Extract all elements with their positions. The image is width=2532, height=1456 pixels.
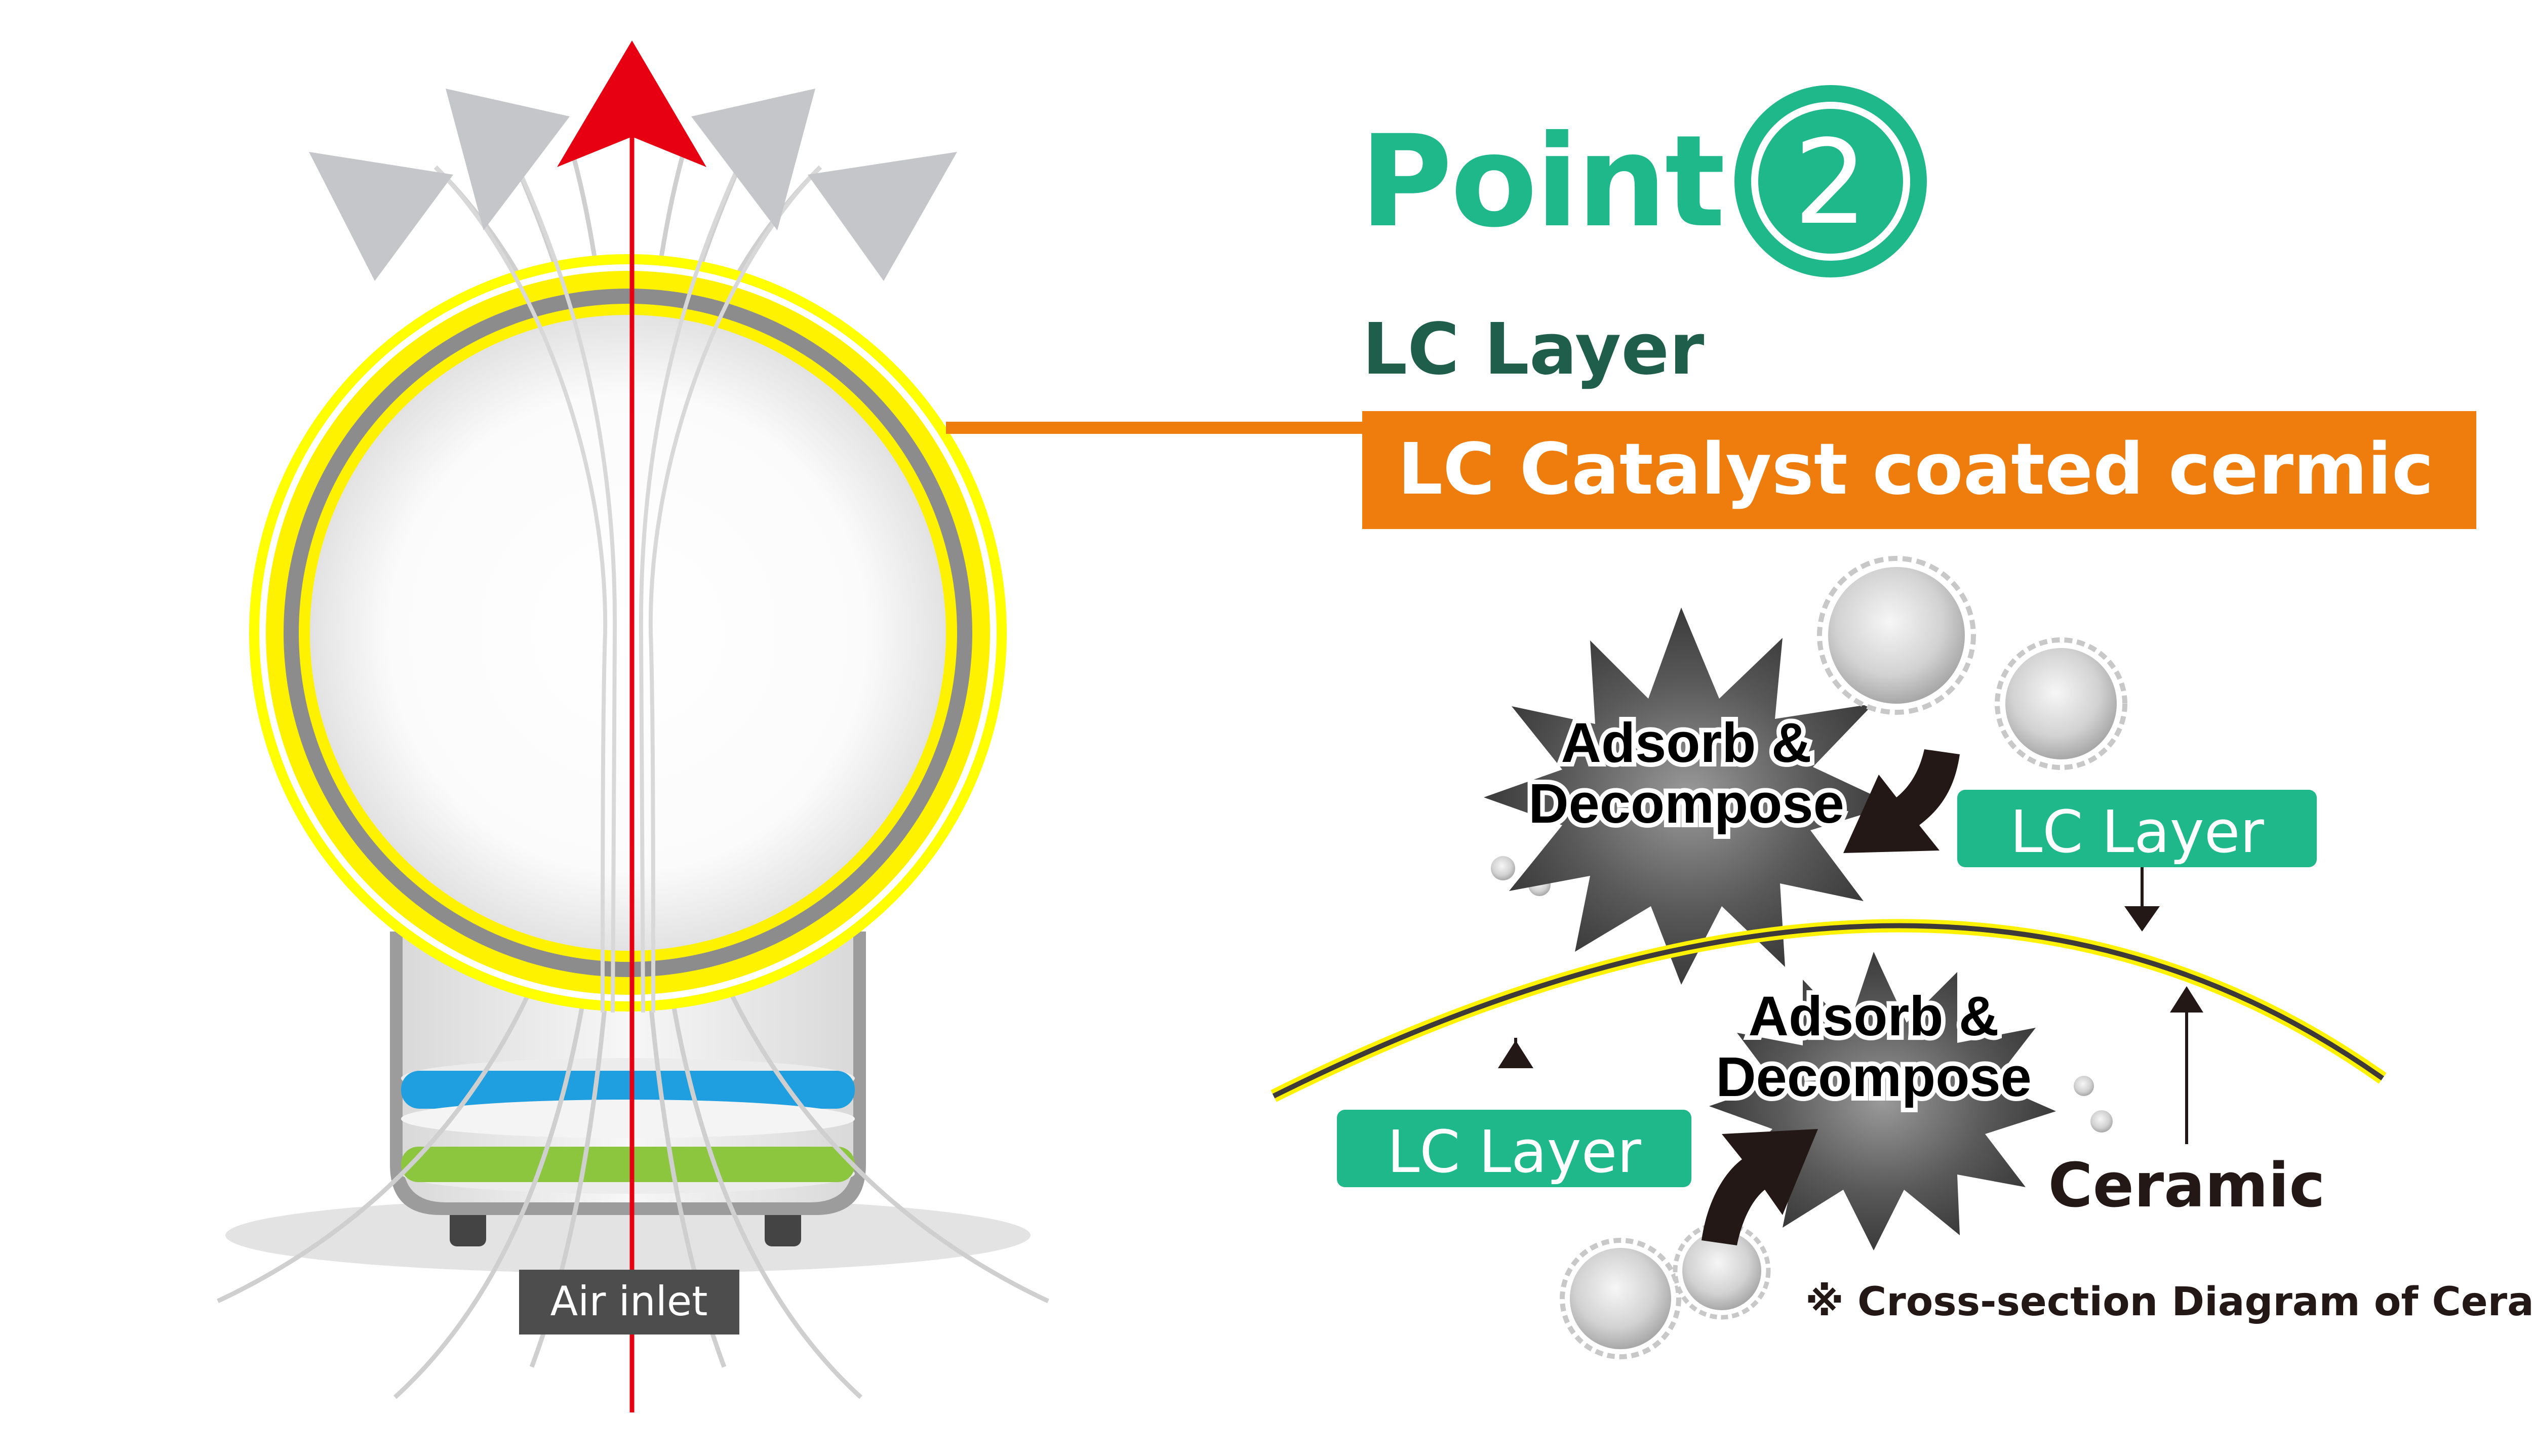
arrow-down-icon [2124, 906, 2160, 932]
footnote: ※ Cross-section Diagram of Ceramic [1805, 1279, 2532, 1325]
lower-action-line2: Decompose [1716, 1046, 2032, 1108]
banner-text: LC Catalyst coated cermic [1398, 428, 2434, 511]
filter-bands [401, 1058, 855, 1194]
outflow-arrows [309, 89, 957, 281]
large-particles [1560, 556, 2127, 1359]
curved-arrow-down-icon [1843, 749, 1960, 853]
point-header: Point 2 [1360, 85, 1927, 277]
lower-action-label: Adsorb & Decompose [1711, 981, 2036, 1113]
banner: LC Catalyst coated cermic [1362, 411, 2476, 529]
lower-action-line1: Adsorb & [1749, 985, 1999, 1047]
section-subtitle: LC Layer [1362, 308, 1704, 391]
ceramic-arc [1271, 919, 2387, 1102]
upper-action-line2: Decompose [1528, 773, 1844, 835]
arrow-up-icon [2170, 986, 2203, 1013]
lc-layer-tag-left-text: LC Layer [1387, 1118, 1641, 1186]
floor-shadow [225, 1197, 1031, 1273]
upper-action-line1: Adsorb & [1561, 712, 1812, 774]
point-number: 2 [1794, 115, 1868, 251]
arrow-up-icon [1498, 1040, 1533, 1068]
blue-filter-band [401, 1071, 855, 1109]
lc-layer-tag-right: LC Layer [1957, 790, 2317, 932]
gray-arrow-icon [309, 152, 453, 281]
main-airflow-arrow [557, 41, 706, 1412]
upper-burst [1484, 608, 1894, 985]
curved-arrow-up-icon [1702, 1129, 1818, 1245]
lc-ring-globe [249, 254, 1007, 1012]
gray-arrow-icon [446, 89, 570, 230]
gray-arrow-icon [808, 152, 957, 281]
airflow-lines-front [434, 131, 822, 1013]
curved-arrows [1702, 749, 1960, 1245]
green-filter-band [401, 1147, 855, 1182]
lc-layer-tag-left: LC Layer [1337, 1038, 1691, 1187]
point-number-badge [1734, 85, 1927, 277]
burst-icon [1484, 608, 1894, 985]
cross-section-diagram: Adsorb & Decompose Adsorb & Decompose LC… [1271, 556, 2532, 1359]
air-inlet-label: Air inlet [519, 1270, 739, 1334]
ceramic-text: Ceramic [2048, 1151, 2325, 1221]
upper-action-label: Adsorb & Decompose [1524, 707, 1849, 839]
lc-layer-tag-right-text: LC Layer [2010, 798, 2264, 866]
ceramic-label: Ceramic [2048, 986, 2325, 1221]
air-inlet-text: Air inlet [550, 1278, 707, 1325]
gray-arrow-icon [691, 89, 815, 230]
purifier-device: Air inlet [217, 41, 1049, 1412]
red-arrow-icon [557, 41, 706, 167]
point-title: Point [1360, 108, 1723, 255]
